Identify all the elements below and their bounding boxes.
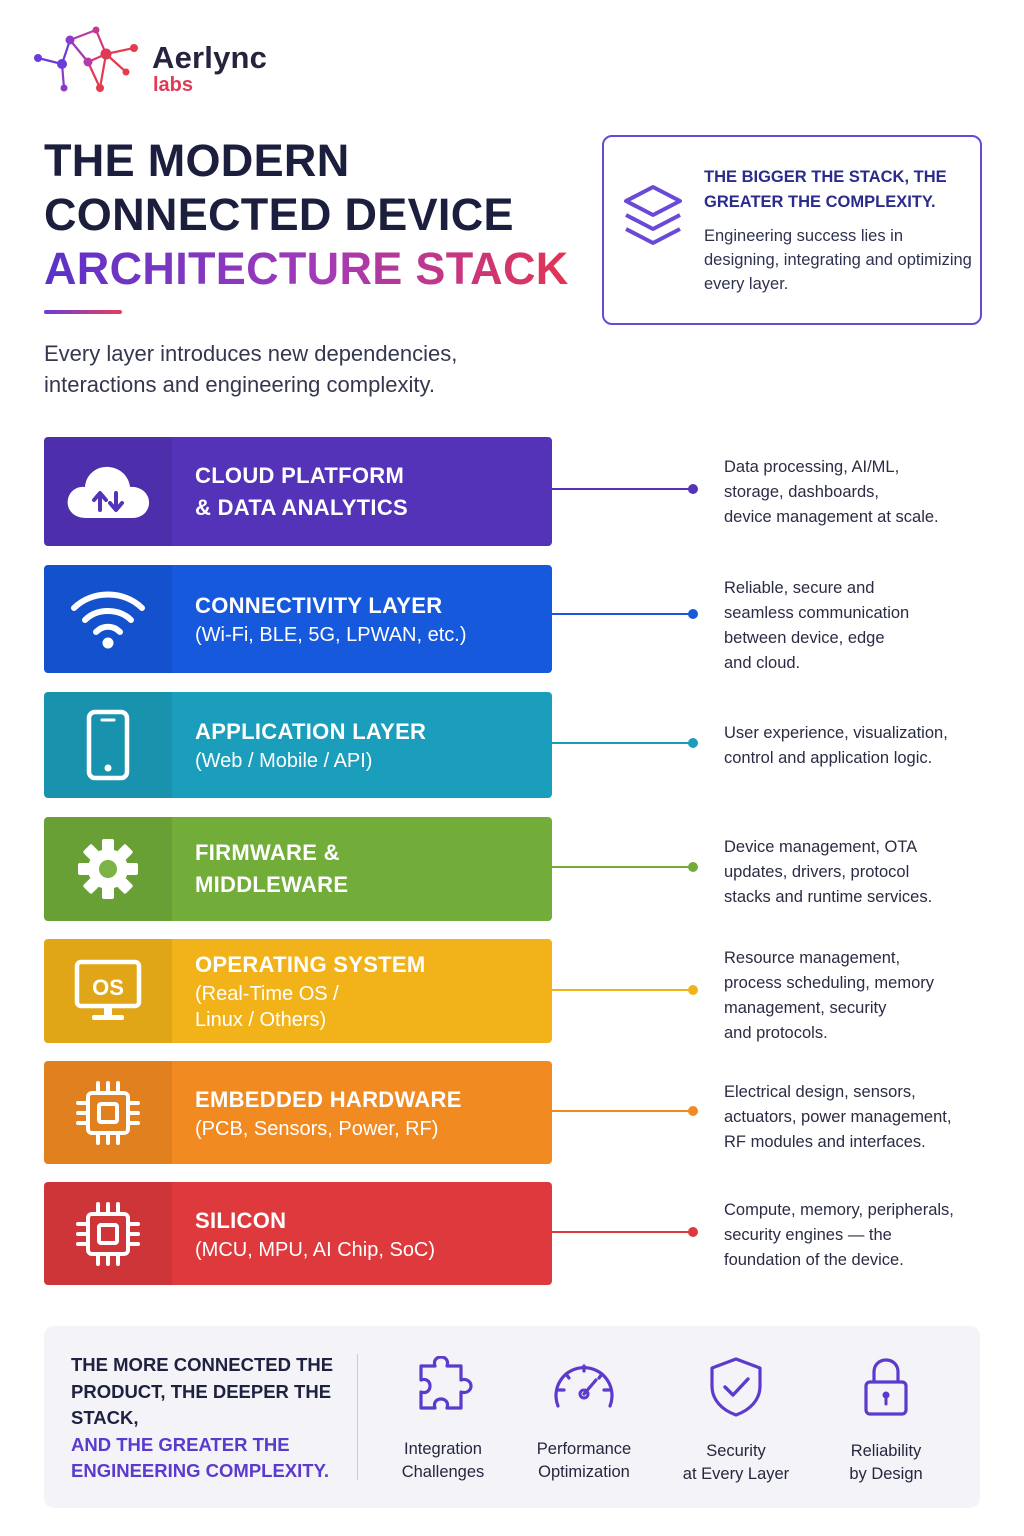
layer-description: Device management, OTA updates, drivers,…: [724, 838, 933, 906]
layer-subtitle: (MCU, MPU, AI Chip, SoC): [195, 1238, 436, 1261]
brand-logo: Aerlync labs: [30, 26, 280, 98]
layer-embedded-hardware: EMBEDDED HARDWARE (PCB, Sensors, Power, …: [44, 1061, 552, 1164]
layer-name: CONNECTIVITY LAYER: [195, 593, 443, 618]
smartphone-icon: [86, 709, 130, 781]
layer-firmware: FIRMWARE & MIDDLEWARE: [44, 817, 552, 921]
layer-name: FIRMWARE & MIDDLEWARE: [195, 840, 349, 897]
chip-icon: [76, 1201, 140, 1266]
layer-description: User experience, visualization, control …: [724, 724, 948, 767]
feature-label: Integration Challenges: [401, 1440, 485, 1481]
connector-dot: [688, 738, 698, 748]
layer-description: Resource management, process scheduling,…: [724, 949, 935, 1042]
callout-heading: THE BIGGER THE STACK, THE GREATER THE CO…: [704, 168, 947, 211]
layer-subtitle: (PCB, Sensors, Power, RF): [195, 1117, 439, 1140]
layer-description: Reliable, secure and seamless communicat…: [724, 579, 910, 672]
layer-application: APPLICATION LAYER (Web / Mobile / API): [44, 692, 552, 798]
layer-name: EMBEDDED HARDWARE: [195, 1086, 462, 1112]
layer-subtitle: (Wi-Fi, BLE, 5G, LPWAN, etc.): [195, 624, 467, 646]
layer-operating-system: OS OPERATING SYSTEM (Real-Time OS / Linu…: [44, 939, 552, 1043]
layers-icon: [624, 185, 682, 245]
feature-label: Reliability by Design: [849, 1442, 923, 1483]
summary-text: THE MORE CONNECTED THE PRODUCT, THE DEEP…: [71, 1352, 351, 1485]
layer-silicon: SILICON (MCU, MPU, AI Chip, SoC): [44, 1182, 552, 1285]
callout-box: THE BIGGER THE STACK, THE GREATER THE CO…: [602, 135, 982, 325]
subtitle: Every layer introduces new dependencies,…: [44, 341, 458, 397]
layer-description: Compute, memory, peripherals, security e…: [724, 1201, 954, 1269]
padlock-icon: [864, 1358, 908, 1416]
puzzle-icon: [419, 1356, 473, 1410]
feature-reliability: Reliability by Design: [811, 1356, 961, 1486]
layer-name: SILICON: [195, 1207, 287, 1233]
os-monitor-icon: OS: [74, 959, 142, 1020]
summary-panel: THE MORE CONNECTED THE PRODUCT, THE DEEP…: [44, 1326, 980, 1508]
layer-connectivity: CONNECTIVITY LAYER (Wi-Fi, BLE, 5G, LPWA…: [44, 565, 552, 673]
layer-connector: [552, 866, 692, 868]
layer-cloud-platform: CLOUD PLATFORM & DATA ANALYTICS: [44, 437, 552, 546]
summary-text-dark: THE MORE CONNECTED THE PRODUCT, THE DEEP…: [71, 1354, 334, 1428]
layer-connector: [552, 1110, 692, 1112]
layer-description: Data processing, AI/ML, storage, dashboa…: [724, 458, 939, 526]
layer-connector: [552, 989, 692, 991]
layer-name: APPLICATION LAYER: [195, 719, 427, 744]
layer-name: OPERATING SYSTEM: [195, 952, 426, 977]
circuit-board-icon: [76, 1080, 140, 1145]
gear-icon: [78, 839, 138, 899]
layer-description: Electrical design, sensors, actuators, p…: [724, 1083, 952, 1151]
connector-dot: [688, 1227, 698, 1237]
title-line-2: CONNECTED DEVICE: [44, 189, 514, 240]
title-divider: [44, 310, 122, 314]
connector-dot: [688, 484, 698, 494]
gauge-icon: [554, 1364, 614, 1408]
brand-sub: labs: [153, 74, 194, 96]
layer-subtitle: (Real-Time OS / Linux / Others): [195, 983, 339, 1031]
shield-check-icon: [710, 1357, 762, 1417]
connector-dot: [688, 862, 698, 872]
wifi-icon: [71, 591, 145, 649]
molecule-logo-icon: [34, 26, 138, 92]
feature-security: Security at Every Layer: [661, 1356, 811, 1486]
feature-label: Security at Every Layer: [682, 1442, 790, 1483]
page-title: THE MODERN CONNECTED DEVICE ARCHITECTURE…: [44, 134, 584, 296]
brand-name: Aerlync: [152, 40, 268, 75]
layer-connector: [552, 488, 692, 490]
feature-integration: Integration Challenges: [368, 1356, 518, 1484]
callout-text: Engineering success lies in designing, i…: [704, 227, 972, 293]
layer-connector: [552, 1231, 692, 1233]
connector-dot: [688, 1106, 698, 1116]
panel-divider: [357, 1354, 358, 1480]
os-icon-text: OS: [92, 975, 124, 1000]
layer-connector: [552, 613, 692, 615]
connector-dot: [688, 609, 698, 619]
feature-label: Performance Optimization: [536, 1440, 632, 1481]
layer-name: CLOUD PLATFORM & DATA ANALYTICS: [195, 462, 408, 520]
feature-performance: Performance Optimization: [509, 1356, 659, 1484]
summary-text-accent: AND THE GREATER THE ENGINEERING COMPLEXI…: [71, 1433, 330, 1482]
connector-dot: [688, 985, 698, 995]
title-line-3: ARCHITECTURE STACK: [44, 242, 584, 296]
layer-connector: [552, 742, 692, 744]
cloud-sync-icon: [67, 466, 150, 518]
layer-subtitle: (Web / Mobile / API): [195, 750, 373, 772]
title-line-1: THE MODERN: [44, 135, 350, 186]
